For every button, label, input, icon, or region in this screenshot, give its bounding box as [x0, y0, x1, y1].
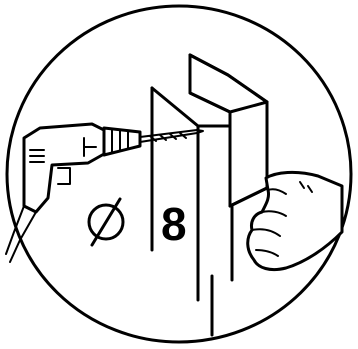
- drill-icon: [6, 124, 140, 262]
- diameter-icon: [89, 199, 123, 245]
- diameter-value: 8: [161, 198, 187, 250]
- drill-bit-icon: [140, 130, 203, 142]
